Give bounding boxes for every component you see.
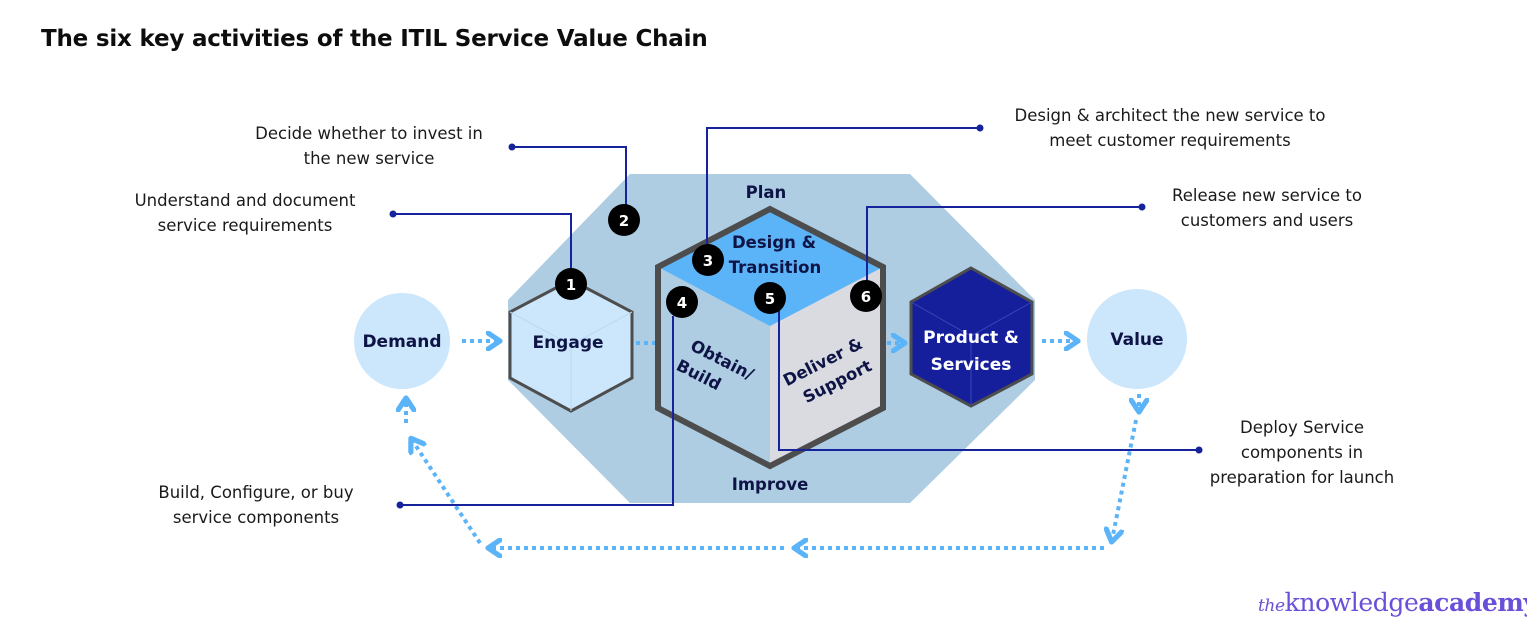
callout-2-line-2: the new service bbox=[303, 149, 435, 168]
callout-line-4 bbox=[400, 316, 674, 506]
callout-dots bbox=[389, 124, 1203, 509]
callout-dot-3 bbox=[976, 124, 984, 132]
callout-line-5 bbox=[778, 311, 1199, 451]
step-badges: 1 2 3 4 5 6 bbox=[555, 204, 882, 318]
callout-2: Decide whether to invest in the new serv… bbox=[232, 121, 506, 171]
logo-prefix: the bbox=[1258, 596, 1285, 616]
svg-text:4: 4 bbox=[677, 294, 687, 312]
callout-4-line-1: Build, Configure, or buy bbox=[158, 483, 354, 502]
callout-lines bbox=[393, 127, 1199, 506]
svg-text:1: 1 bbox=[566, 276, 576, 294]
badge-5: 5 bbox=[754, 282, 786, 314]
design-transition-label-line1: Design & bbox=[732, 233, 816, 252]
plan-label: Plan bbox=[746, 183, 787, 202]
callout-6: Release new service to customers and use… bbox=[1152, 183, 1382, 233]
svg-text:6: 6 bbox=[861, 288, 871, 306]
callout-6-line-1: Release new service to bbox=[1172, 186, 1362, 205]
value-circle bbox=[1087, 289, 1187, 389]
deliver-support-face bbox=[770, 267, 883, 465]
callout-1-line-2: service requirements bbox=[157, 216, 333, 235]
callout-2-line-1: Decide whether to invest in bbox=[255, 124, 483, 143]
svg-text:5: 5 bbox=[765, 290, 775, 308]
arrow-diagonal-right bbox=[1112, 419, 1138, 540]
callout-5-line-3: preparation for launch bbox=[1209, 468, 1395, 487]
callout-1-line-1: Understand and document bbox=[134, 191, 356, 210]
callout-6-line-2: customers and users bbox=[1180, 211, 1354, 230]
product-services-hexagon: Product & Services bbox=[909, 266, 1034, 408]
demand-circle bbox=[354, 293, 450, 389]
callout-3: Design & architect the new service to me… bbox=[988, 103, 1352, 153]
callout-dot-2 bbox=[508, 143, 516, 151]
callout-5-line-1: Deploy Service bbox=[1240, 418, 1364, 437]
callout-line-6 bbox=[866, 206, 1142, 282]
callout-1: Understand and document service requirem… bbox=[112, 188, 378, 238]
callout-dot-1 bbox=[389, 210, 397, 218]
value-label: Value bbox=[1110, 330, 1163, 350]
knowledge-academy-logo: theknowledgeacademy bbox=[1258, 588, 1527, 617]
product-services-label-line2: Services bbox=[931, 355, 1012, 375]
engage-hexagon: Engage bbox=[508, 278, 634, 413]
arrow-diagonal-left bbox=[412, 440, 482, 545]
logo-main: knowledge bbox=[1284, 588, 1419, 617]
callout-4: Build, Configure, or buy service compone… bbox=[140, 480, 372, 530]
callout-3-line-2: meet customer requirements bbox=[1049, 131, 1291, 150]
svg-text:2: 2 bbox=[619, 212, 629, 230]
callout-dot-5 bbox=[1195, 446, 1203, 454]
flow-arrows bbox=[406, 341, 1139, 548]
badge-1: 1 bbox=[555, 268, 587, 300]
callout-line-1 bbox=[393, 213, 572, 270]
callout-4-line-2: service components bbox=[172, 508, 340, 527]
svg-text:3: 3 bbox=[703, 252, 713, 270]
callout-3-line-1: Design & architect the new service to bbox=[1014, 106, 1326, 125]
callout-5-line-2: components in bbox=[1240, 443, 1364, 462]
engage-label: Engage bbox=[532, 333, 603, 353]
product-services-label-line1: Product & bbox=[923, 328, 1019, 348]
demand-label: Demand bbox=[362, 332, 441, 352]
badge-4: 4 bbox=[666, 286, 698, 318]
logo-suffix: academy bbox=[1418, 588, 1527, 617]
callout-dot-4 bbox=[396, 501, 404, 509]
badge-2: 2 bbox=[608, 204, 640, 236]
badge-6: 6 bbox=[850, 280, 882, 312]
callout-dot-6 bbox=[1138, 203, 1146, 211]
callout-line-3 bbox=[706, 127, 980, 246]
page-title: The six key activities of the ITIL Servi… bbox=[41, 26, 708, 52]
badge-3: 3 bbox=[692, 244, 724, 276]
design-transition-label-line2: Transition bbox=[729, 258, 822, 277]
callout-5: Deploy Service components in preparation… bbox=[1198, 415, 1406, 490]
improve-label: Improve bbox=[732, 475, 809, 494]
callout-line-2 bbox=[512, 146, 627, 205]
